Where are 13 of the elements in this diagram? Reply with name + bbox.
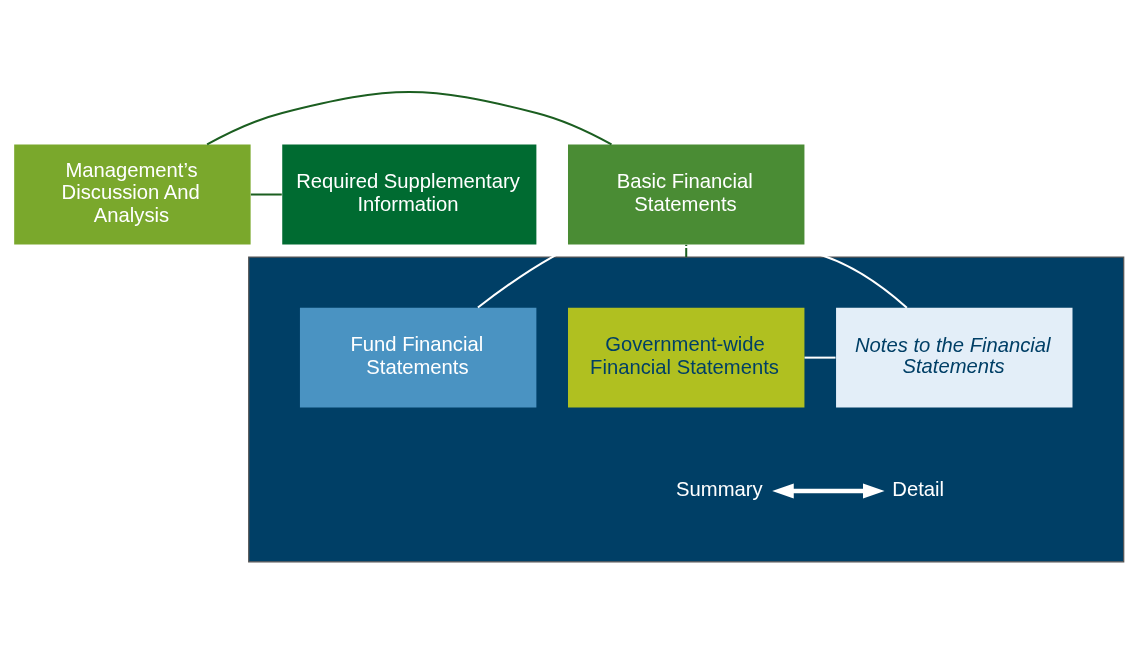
node-text: Summary	[676, 477, 763, 500]
connector	[206, 91, 612, 146]
node-box: Management’s Discussion And Analysis	[14, 144, 251, 245]
node-box: Government-wide Financial Statements	[568, 307, 805, 408]
node-box: Required Supplementary Information	[282, 144, 537, 245]
arrow	[772, 483, 885, 499]
node-box: Notes to the Financial Statements	[836, 307, 1073, 408]
node-box: Basic Financial Statements	[568, 144, 805, 245]
connector	[804, 356, 836, 359]
connector	[250, 193, 282, 196]
node-text: Detail	[892, 477, 945, 500]
cluster	[248, 256, 1125, 563]
node-box: Fund Financial Statements	[299, 307, 537, 408]
